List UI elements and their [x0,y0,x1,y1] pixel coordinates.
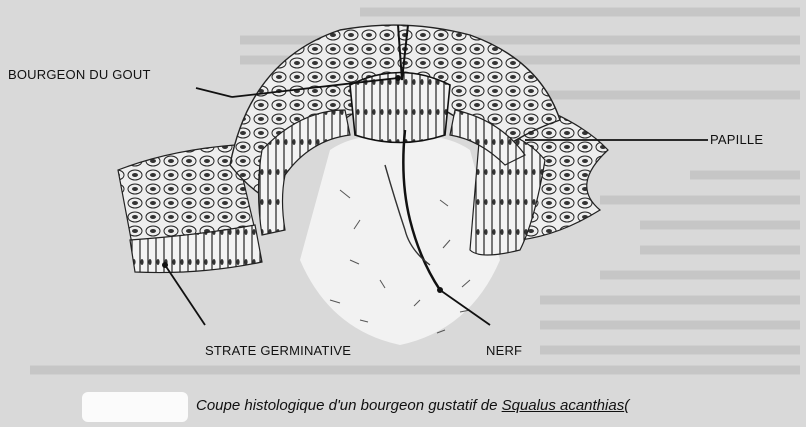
caption-trailing: ( [624,397,629,414]
label-papilla: PAPILLE [710,132,763,147]
label-germinative-layer: STRATE GERMINATIVE [205,343,351,358]
label-nerve: NERF [486,343,522,358]
connective-tissue [300,137,500,345]
label-taste-bud: BOURGEON DU GOUT [8,67,151,82]
figure-caption: Coupe histologique d'un bourgeon gustati… [196,397,629,414]
leader-dot-germinative [162,262,168,268]
caption-text: Coupe histologique d'un bourgeon gustati… [196,397,502,414]
leader-dot-nerve [437,287,443,293]
caption-redaction-box [82,392,188,422]
caption-species: Squalus acanthias [502,397,625,414]
taste-bud [350,73,450,143]
leader-dot-taste-bud [395,75,401,81]
leader-taste-bud [196,88,232,97]
leader-germinative [165,265,205,325]
